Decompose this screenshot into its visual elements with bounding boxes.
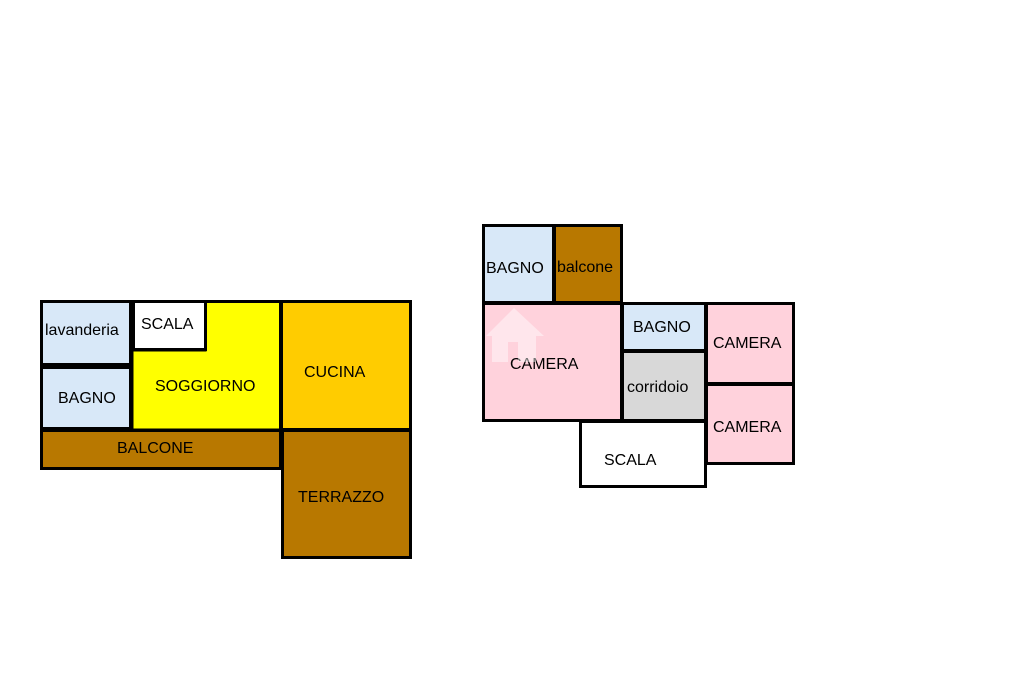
label-soggiorno: SOGGIORNO xyxy=(155,378,256,395)
label-balcone-1: BALCONE xyxy=(117,440,194,457)
room-balcone-1 xyxy=(40,429,282,470)
room-lavanderia xyxy=(40,300,132,366)
room-terrazzo xyxy=(281,429,412,559)
label-scala-1: SCALA xyxy=(141,316,194,333)
house-logo-icon xyxy=(486,308,544,362)
room-balcone-2 xyxy=(553,224,623,304)
label-lavanderia: lavanderia xyxy=(45,322,119,339)
label-bagno-2-top: BAGNO xyxy=(486,260,544,277)
room-camera-right-bottom xyxy=(705,383,795,465)
room-scala-2 xyxy=(579,420,707,488)
room-camera-main xyxy=(482,302,623,422)
label-camera-right-top: CAMERA xyxy=(713,335,782,352)
room-bagno-2-top xyxy=(482,224,555,304)
label-bagno-2-small: BAGNO xyxy=(633,319,691,336)
label-balcone-2: balcone xyxy=(557,259,614,276)
label-terrazzo: TERRAZZO xyxy=(298,489,385,506)
label-camera-main: CAMERA xyxy=(510,356,579,373)
label-bagno-1: BAGNO xyxy=(58,390,116,407)
room-scala-1-top xyxy=(132,300,207,351)
label-camera-right-bottom: CAMERA xyxy=(713,419,782,436)
label-corridoio: corridoio xyxy=(627,379,689,396)
label-scala-2: SCALA xyxy=(604,452,657,469)
label-cucina: CUCINA xyxy=(304,364,366,381)
